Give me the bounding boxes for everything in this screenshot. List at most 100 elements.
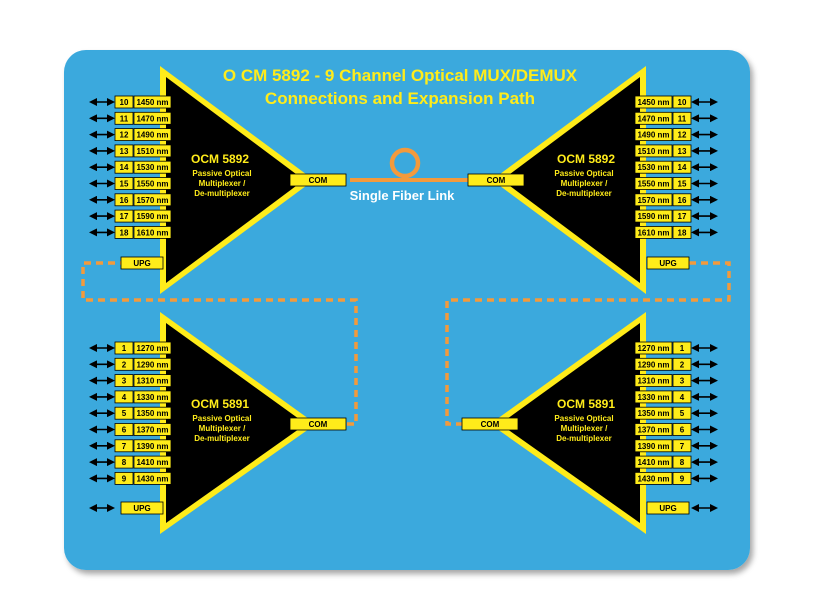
com-box[interactable] <box>289 417 347 431</box>
upg-port-upper-left[interactable]: UPG <box>120 256 164 270</box>
com-port-upper-right[interactable]: COM <box>467 173 525 187</box>
channel-number-box[interactable] <box>114 341 134 355</box>
channel-wavelength-box[interactable] <box>133 374 172 388</box>
channel-wavelength-box[interactable] <box>634 390 673 404</box>
channel-wavelength-box[interactable] <box>133 95 172 109</box>
channel-wavelength-box[interactable] <box>133 177 172 190</box>
upg-box[interactable] <box>646 256 690 270</box>
com-box[interactable] <box>289 173 347 187</box>
channel-wavelength-box[interactable] <box>634 111 673 125</box>
channel-wavelength-box[interactable] <box>133 455 172 469</box>
channel-number-box[interactable] <box>114 225 134 239</box>
channel-wavelength-box[interactable] <box>133 193 172 207</box>
channel-wavelength-box[interactable] <box>133 225 172 239</box>
channel-wavelength-box[interactable] <box>634 455 673 469</box>
upg-box[interactable] <box>646 501 690 515</box>
upg-box[interactable] <box>120 501 164 515</box>
channel-number-box[interactable] <box>114 193 134 207</box>
channel-wavelength-box[interactable] <box>634 95 673 109</box>
channel-number-box[interactable] <box>114 95 134 109</box>
channel-number-box[interactable] <box>114 439 134 453</box>
channel-wavelength-box[interactable] <box>634 374 673 388</box>
channel-wavelength-box[interactable] <box>133 111 172 125</box>
com-box[interactable] <box>467 173 525 187</box>
channel-wavelength-box[interactable] <box>634 423 673 436</box>
channel-wavelength-box[interactable] <box>634 128 673 142</box>
channel-wavelength-box[interactable] <box>634 357 673 371</box>
channel-wavelength-box[interactable] <box>133 471 172 485</box>
channel-wavelength-box[interactable] <box>133 439 172 453</box>
channel-wavelength-box[interactable] <box>634 160 673 174</box>
channel-number-box[interactable] <box>114 177 134 190</box>
channel-number-box[interactable] <box>114 406 134 420</box>
channel-wavelength-box[interactable] <box>133 160 172 174</box>
channel-wavelength-box[interactable] <box>634 439 673 453</box>
channel-number-box[interactable] <box>114 455 134 469</box>
channel-wavelength-box[interactable] <box>133 209 172 223</box>
channel-wavelength-box[interactable] <box>133 357 172 371</box>
channel-wavelength-box[interactable] <box>634 193 673 207</box>
channel-number-box[interactable] <box>114 160 134 174</box>
com-port-lower-right[interactable]: COM <box>461 417 519 431</box>
channel-wavelength-box[interactable] <box>133 144 172 158</box>
channel-wavelength-box[interactable] <box>634 144 673 158</box>
upg-port-lower-right[interactable]: UPG <box>646 501 690 515</box>
com-box[interactable] <box>461 417 519 431</box>
channel-number-box[interactable] <box>114 209 134 223</box>
channel-number-box[interactable] <box>114 144 134 158</box>
channel-wavelength-box[interactable] <box>133 341 172 355</box>
channel-wavelength-box[interactable] <box>634 225 673 239</box>
channel-wavelength-box[interactable] <box>634 406 673 420</box>
channel-wavelength-box[interactable] <box>634 177 673 190</box>
channel-wavelength-box[interactable] <box>133 128 172 142</box>
channel-number-box[interactable] <box>114 471 134 485</box>
upg-box[interactable] <box>120 256 164 270</box>
channel-number-box[interactable] <box>114 357 134 371</box>
channel-wavelength-box[interactable] <box>634 209 673 223</box>
upg-port-upper-right[interactable]: UPG <box>646 256 690 270</box>
channel-number-box[interactable] <box>114 374 134 388</box>
channel-wavelength-box[interactable] <box>133 423 172 436</box>
channel-wavelength-box[interactable] <box>133 390 172 404</box>
com-port-upper-left[interactable]: COM <box>289 173 347 187</box>
upg-port-lower-left[interactable]: UPG <box>120 501 164 515</box>
channel-number-box[interactable] <box>114 111 134 125</box>
channel-wavelength-box[interactable] <box>133 406 172 420</box>
channel-number-box[interactable] <box>114 128 134 142</box>
